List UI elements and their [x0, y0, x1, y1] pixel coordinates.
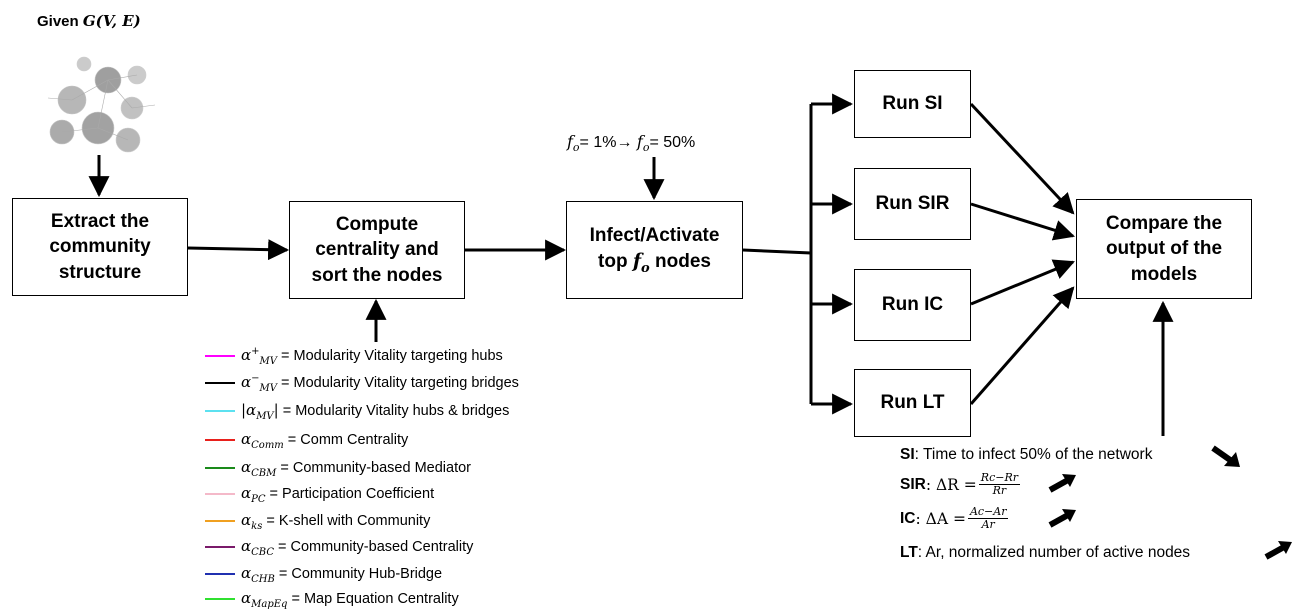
- legend-item: αComm = Comm Centrality: [205, 429, 408, 451]
- legend-item: |αMV| = Modularity Vitality hubs & bridg…: [205, 400, 509, 422]
- legend-item: α−MV = Modularity Vitality targeting bri…: [205, 372, 519, 394]
- legend-item: αCBC = Community-based Centrality: [205, 536, 473, 558]
- legend-swatch: [205, 382, 235, 384]
- fo-range-label: fo= 1%→ fo= 50%: [567, 132, 696, 155]
- down-trend-arrow-icon: [1211, 445, 1240, 467]
- legend-item: αMapEq = Map Equation Centrality: [205, 588, 459, 610]
- legend-item: α+MV = Modularity Vitality targeting hub…: [205, 345, 503, 367]
- legend-item: αks = K-shell with Community: [205, 510, 430, 532]
- legend-swatch: [205, 493, 235, 495]
- up-trend-arrow-icon: [1048, 474, 1076, 493]
- run-sir-box: Run SIR: [854, 168, 971, 240]
- legend-swatch: [205, 520, 235, 522]
- run-lt-box: Run LT: [854, 369, 971, 437]
- run-ic-box: Run IC: [854, 269, 971, 341]
- legend-swatch: [205, 410, 235, 412]
- metric-lt: LT : Ar, normalized number of active nod…: [900, 544, 1191, 561]
- legend-swatch: [205, 546, 235, 548]
- legend-swatch: [205, 573, 235, 575]
- run-si-box: Run SI: [854, 70, 971, 138]
- legend-item: αPC = Participation Coefficient: [205, 483, 434, 505]
- legend-swatch: [205, 355, 235, 357]
- network-graph-icon: [47, 56, 156, 153]
- metric-si: SI: Time to infect 50% of the network: [900, 446, 1153, 463]
- legend-item: αCBM = Community-based Mediator: [205, 457, 471, 479]
- legend-swatch: [205, 467, 235, 469]
- up-trend-arrow-icon: [1264, 541, 1292, 560]
- up-trend-arrow-icon: [1048, 509, 1076, 528]
- legend-swatch: [205, 439, 235, 441]
- legend-item: αCHB = Community Hub-Bridge: [205, 563, 442, 585]
- legend-swatch: [205, 598, 235, 600]
- given-label: Given G(V, E): [37, 12, 141, 30]
